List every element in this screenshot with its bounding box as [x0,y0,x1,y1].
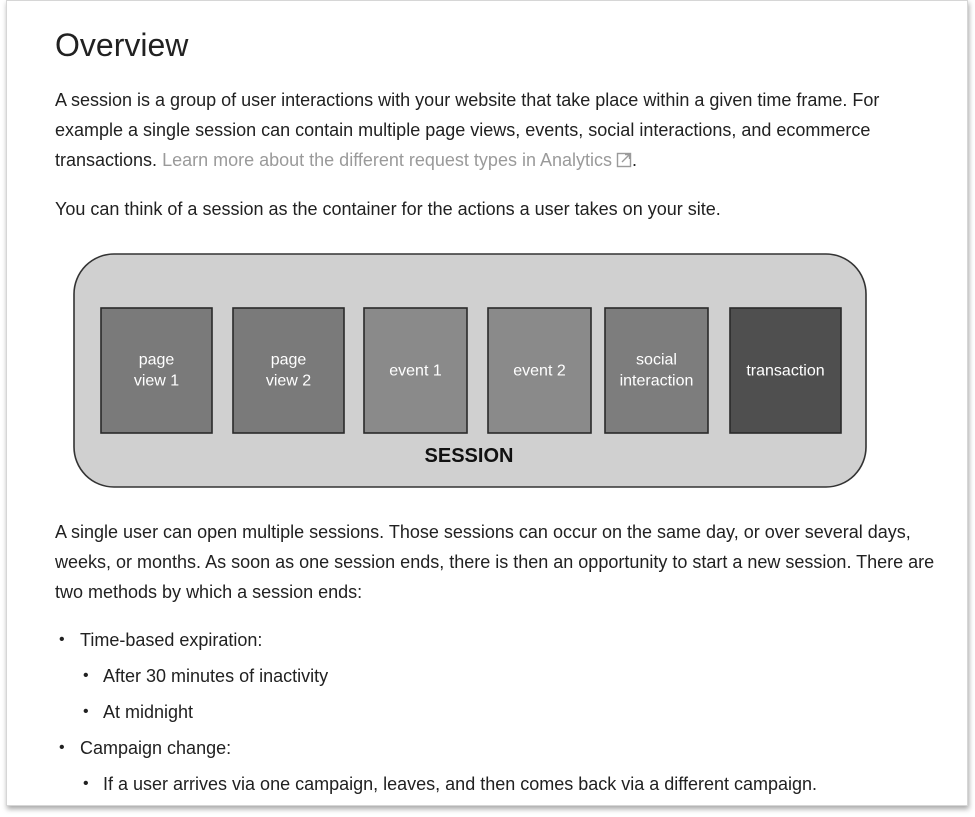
session-diagram: page view 1 page view 2 event 1 event 2 social… [73,253,867,488]
diagram-box-label: page [139,352,175,369]
diagram-box-label: page [271,352,307,369]
diagram-box-label: event 1 [389,363,442,380]
external-link-icon [616,147,632,177]
diagram-box-label: view 2 [266,373,311,390]
bullet-icon: • [83,703,89,720]
diagram-box: page view 2 [232,307,345,434]
bullet-icon: • [59,631,65,648]
list-item: • After 30 minutes of inactivity [55,661,935,697]
diagram-box-label: view 1 [134,373,179,390]
list-item: • Campaign change: [55,733,935,769]
request-types-link[interactable]: Learn more about the different request t… [162,150,632,170]
bullet-icon: • [83,775,89,792]
intro-period: . [632,150,638,170]
diagram-box-label: transaction [746,363,824,380]
list-item-text: At midnight [103,702,194,722]
container-paragraph: You can think of a session as the contai… [55,199,721,219]
diagram-box: event 2 [487,307,592,434]
article-card: Overview A session is a group of user in… [6,0,968,806]
diagram-box-label: event 2 [513,363,566,380]
list-item: • Time-based expiration: [55,625,935,661]
diagram-box-label: interaction [620,373,694,390]
diagram-box: transaction [729,307,842,434]
bullet-icon: • [59,739,65,756]
page-title: Overview [55,27,189,63]
request-types-link-label: Learn more about the different request t… [162,150,613,170]
diagram-box: social interaction [604,307,709,434]
bullet-icon: • [83,667,89,684]
list-item-text: If a user arrives via one campaign, leav… [103,774,818,794]
list-item-text: Time-based expiration: [80,630,263,650]
diagram-box: page view 1 [100,307,213,434]
intro-text: A session is a group of user interaction… [55,90,880,170]
intro-paragraph: A session is a group of user interaction… [55,85,935,177]
diagram-box: event 1 [363,307,468,434]
session-end-methods-list: • Time-based expiration: • After 30 minutes… [55,625,935,805]
sessions-paragraph: A single user can open multiple sessions… [55,522,935,602]
list-item-text: After 30 minutes of inactivity [103,666,329,686]
diagram-box-label: social [636,352,677,369]
list-item: • At midnight [55,697,935,733]
list-item-text: Campaign change: [80,738,232,758]
list-item: • If a user arrives via one campaign, lea… [55,769,935,805]
session-label: SESSION [425,445,514,467]
